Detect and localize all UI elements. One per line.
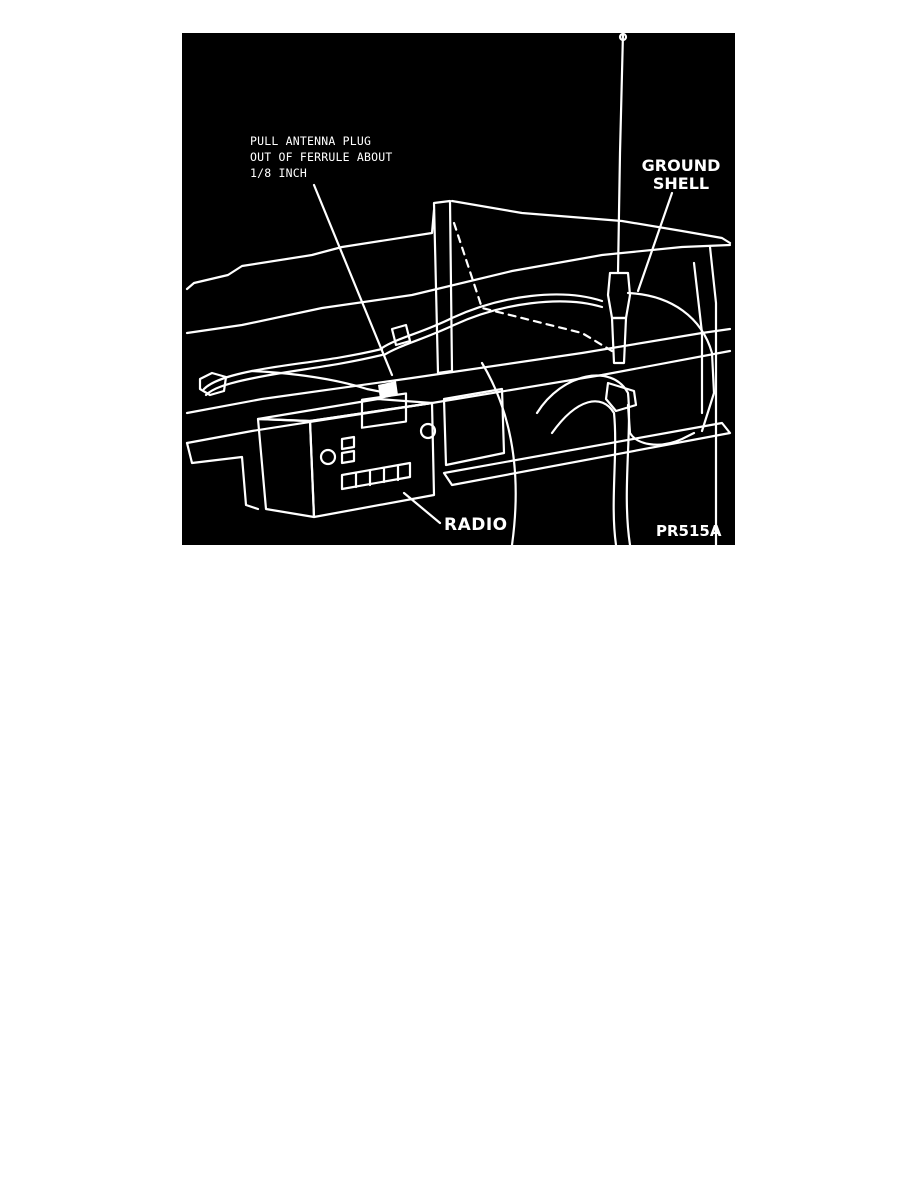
radio-side: [256, 417, 316, 519]
cowl-side-panel-2: [692, 261, 704, 415]
lower-curve: [480, 361, 517, 545]
cable-clip-left: [198, 371, 228, 397]
ground-shell-callout-line-1: GROUND: [641, 156, 721, 175]
knee-panel: [442, 421, 732, 487]
bracket-dashed-edge: [452, 221, 614, 353]
antenna-bracket: [604, 381, 638, 413]
leader-radio: [402, 491, 442, 525]
heater-duct-inner: [550, 400, 618, 545]
dash-upper-surface: [185, 243, 732, 335]
radio-knob-right: [419, 422, 437, 440]
leader-antenna-plug: [312, 183, 394, 377]
bracket-panel: [432, 199, 454, 375]
leader-ground-shell: [636, 191, 674, 293]
dash-opening: [442, 387, 506, 467]
antenna-cable-2: [382, 300, 604, 357]
antenna-plug-callout-line-1: PULL ANTENNA PLUG: [250, 134, 372, 148]
antenna-plug-callout-line-2: OUT OF FERRULE ABOUT: [250, 150, 393, 164]
ground-shell-cable: [626, 291, 716, 433]
radio-knob-left: [319, 448, 337, 466]
dashboard-line-drawing: [185, 33, 732, 545]
antenna-lead: [626, 403, 696, 446]
dash-front-panel: [185, 327, 732, 415]
dash-top-edge-right: [450, 199, 732, 245]
antenna-mast: [616, 33, 625, 275]
radio-small-buttons: [340, 435, 356, 465]
ground-shell-callout: GROUND SHELL: [634, 157, 728, 193]
lower-left-panel: [185, 441, 260, 511]
cable-loop-left: [202, 347, 384, 391]
antenna-base: [606, 271, 632, 320]
dash-top-edge: [185, 208, 436, 291]
antenna-tip: [618, 33, 628, 42]
radio-callout: RADIO: [444, 515, 508, 535]
radio-top: [256, 397, 434, 423]
antenna-plug-callout: PULL ANTENNA PLUG OUT OF FERRULE ABOUT 1…: [250, 133, 392, 181]
heater-duct: [535, 374, 632, 545]
cable-loop-left-2: [204, 353, 384, 397]
cowl-side-panel: [708, 245, 718, 545]
figure-code: PR515A: [656, 522, 722, 540]
antenna-plug-illustration: PULL ANTENNA PLUG OUT OF FERRULE ABOUT 1…: [182, 33, 735, 545]
antenna-ferrule: [610, 316, 628, 365]
cable-clip-mid: [390, 323, 412, 347]
antenna-plug: [378, 381, 398, 399]
ground-shell-callout-line-2: SHELL: [652, 174, 710, 193]
antenna-cable: [380, 293, 604, 350]
antenna-plug-callout-line-3: 1/8 INCH: [250, 166, 307, 180]
cable-to-plug: [250, 369, 389, 395]
radio-buttons: [340, 461, 412, 491]
